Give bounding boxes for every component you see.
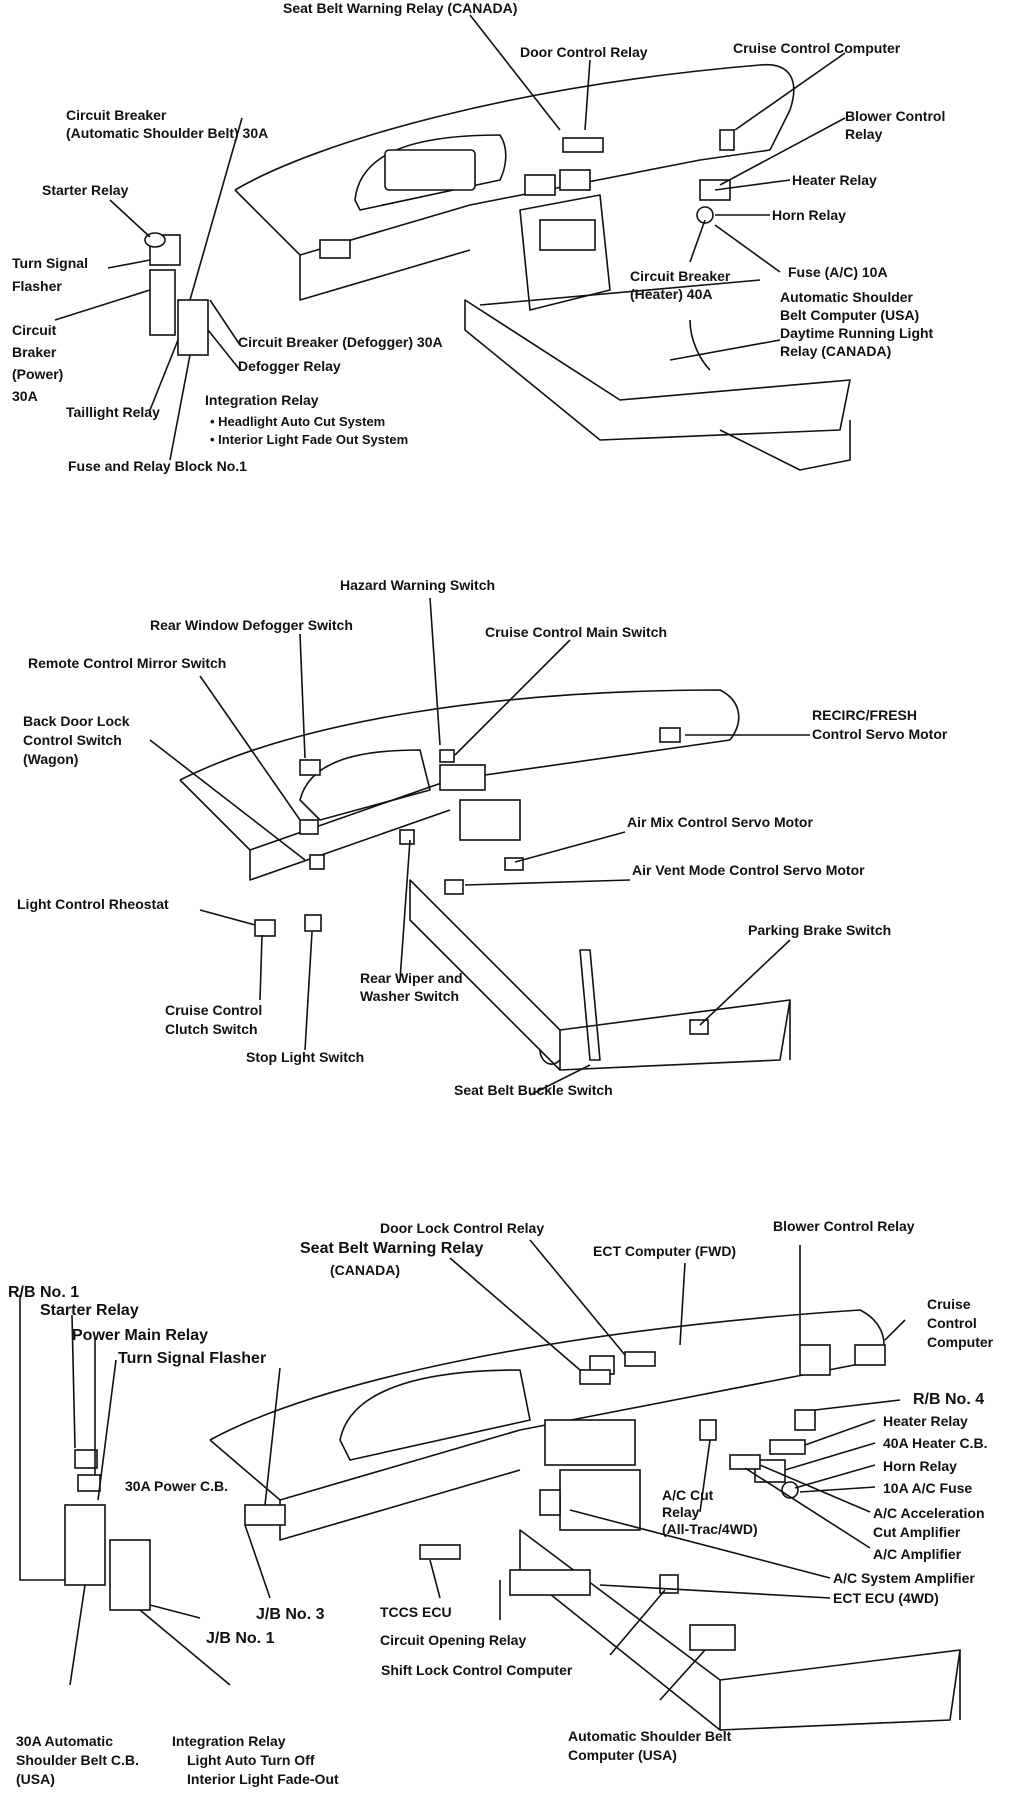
label-fuse-ac: Fuse (A/C) 10A [788,264,888,280]
label-cruise-clutch-1: Cruise Control [165,1002,263,1018]
label-light-auto-turn-off: Light Auto Turn Off [187,1752,315,1768]
label-seat-belt-warning-relay: Seat Belt Warning Relay (CANADA) [283,0,518,16]
label-circuit-opening-relay: Circuit Opening Relay [380,1632,527,1648]
label-auto-shoulder-computer-2: Belt Computer (USA) [780,307,920,323]
label-light-control-rheostat: Light Control Rheostat [17,896,169,912]
label-rear-wiper-2: Washer Switch [360,988,460,1004]
label-air-mix-servo: Air Mix Control Servo Motor [627,814,813,830]
label-circuit-breaker-shoulder-1: Circuit Breaker [66,107,167,123]
label-blower-control-relay: Blower Control Relay [773,1218,915,1234]
label-blower-control-relay-1: Blower Control [845,108,946,124]
label-circuit-braker-power-4: 30A [12,388,38,404]
label-remote-control-mirror-switch: Remote Control Mirror Switch [28,655,227,671]
label-auto-shoulder-computer-3a: Automatic Shoulder Belt [568,1728,732,1744]
label-jb-no3: J/B No. 3 [256,1606,325,1623]
label-rb-no4: R/B No. 4 [913,1391,985,1408]
label-circuit-breaker-heater-2: (Heater) 40A [630,286,713,302]
label-cruise-control-computer: Cruise Control Computer [733,40,901,56]
label-power-main-relay: Power Main Relay [72,1327,209,1344]
label-circuit-braker-power-1: Circuit [12,322,57,338]
diagram-1-dashboard [54,14,851,471]
label-heater-cb-40a: 40A Heater C.B. [883,1435,988,1451]
label-interior-light-fade: • Interior Light Fade Out System [210,432,409,447]
label-fuse-relay-block: Fuse and Relay Block No.1 [68,458,247,474]
label-turn-signal-flasher-2: Flasher [12,278,62,294]
label-auto-shoulder-cb-2: Shoulder Belt C.B. [16,1752,139,1768]
label-cruise-computer-3c: Computer [927,1334,994,1350]
label-ac-accel-cut-amp-1: A/C Acceleration [873,1505,985,1521]
label-cruise-control-main-switch: Cruise Control Main Switch [485,624,668,640]
label-ac-system-amplifier: A/C System Amplifier [833,1570,975,1586]
label-hazard-warning-switch: Hazard Warning Switch [340,577,496,593]
label-parking-brake-switch: Parking Brake Switch [748,922,892,938]
label-back-door-lock-2: Control Switch [23,732,122,748]
label-turn-signal-flasher-1: Turn Signal [12,255,88,271]
label-jb-no1: J/B No. 1 [206,1630,275,1647]
label-horn-relay: Horn Relay [772,207,846,223]
label-ect-ecu-4wd: ECT ECU (4WD) [833,1590,939,1606]
label-circuit-breaker-defogger: Circuit Breaker (Defogger) 30A [238,334,443,350]
diagram-3-dashboard [19,1239,961,1731]
label-tccs-ecu: TCCS ECU [380,1604,452,1620]
label-ac-cut-relay-2: Relay [662,1504,700,1520]
label-circuit-braker-power-2: Braker [12,344,57,360]
label-blower-control-relay-2: Relay [845,126,883,142]
label-rear-window-defogger-switch: Rear Window Defogger Switch [150,617,353,633]
label-defogger-relay: Defogger Relay [238,358,341,374]
label-ect-computer-fwd: ECT Computer (FWD) [593,1243,737,1259]
label-heater-relay: Heater Relay [792,172,877,188]
label-back-door-lock-3: (Wagon) [23,751,79,767]
label-interior-light-fade-out: Interior Light Fade-Out [187,1771,339,1787]
label-back-door-lock-1: Back Door Lock [23,713,130,729]
label-shift-lock-computer: Shift Lock Control Computer [381,1662,573,1678]
label-cruise-computer-3b: Control [927,1315,977,1331]
label-cruise-clutch-2: Clutch Switch [165,1021,258,1037]
label-taillight-relay: Taillight Relay [66,404,160,420]
label-power-cb-30a: 30A Power C.B. [125,1478,228,1494]
label-auto-shoulder-cb-3: (USA) [16,1771,55,1787]
label-starter-relay-3: Starter Relay [40,1302,139,1319]
diagram-2-dashboard [149,597,810,1096]
label-recirc-fresh-1: RECIRC/FRESH [812,707,918,723]
label-auto-shoulder-computer-1: Automatic Shoulder [780,289,914,305]
label-ac-fuse-10a: 10A A/C Fuse [883,1480,973,1496]
label-door-control-relay: Door Control Relay [520,44,648,60]
label-seat-belt-warning-relay-3b: (CANADA) [330,1262,400,1278]
label-auto-shoulder-computer-4: Relay (CANADA) [780,343,892,359]
label-cruise-computer-3a: Cruise [927,1296,971,1312]
label-ac-amplifier: A/C Amplifier [873,1546,962,1562]
label-horn-relay-3: Horn Relay [883,1458,957,1474]
label-circuit-braker-power-3: (Power) [12,366,64,382]
label-seat-belt-warning-relay-3a: Seat Belt Warning Relay [300,1240,484,1257]
label-heater-relay-3: Heater Relay [883,1413,968,1429]
label-stop-light-switch: Stop Light Switch [246,1049,365,1065]
label-auto-shoulder-computer-3: Daytime Running Light [780,325,934,341]
label-auto-shoulder-cb-1: 30A Automatic [16,1733,113,1749]
label-seat-belt-buckle-switch: Seat Belt Buckle Switch [454,1082,613,1098]
label-ac-accel-cut-amp-2: Cut Amplifier [873,1524,961,1540]
label-auto-shoulder-computer-3b: Computer (USA) [568,1747,677,1763]
label-air-vent-servo: Air Vent Mode Control Servo Motor [632,862,865,878]
label-turn-signal-flasher-3: Turn Signal Flasher [118,1350,267,1367]
label-rb-no1: R/B No. 1 [8,1284,80,1301]
label-ac-cut-relay-1: A/C Cut [662,1487,714,1503]
label-starter-relay: Starter Relay [42,182,129,198]
label-circuit-breaker-shoulder-2: (Automatic Shoulder Belt) 30A [66,125,269,141]
label-ac-cut-relay-3: (All-Trac/4WD) [662,1521,758,1537]
label-circuit-breaker-heater-1: Circuit Breaker [630,268,731,284]
label-headlight-auto-cut: • Headlight Auto Cut System [210,414,386,429]
label-door-lock-control-relay: Door Lock Control Relay [380,1220,545,1236]
label-integration-relay-1: Integration Relay [205,392,319,408]
label-recirc-fresh-2: Control Servo Motor [812,726,948,742]
label-integration-relay-3: Integration Relay [172,1733,286,1749]
label-rear-wiper-1: Rear Wiper and [360,970,463,986]
